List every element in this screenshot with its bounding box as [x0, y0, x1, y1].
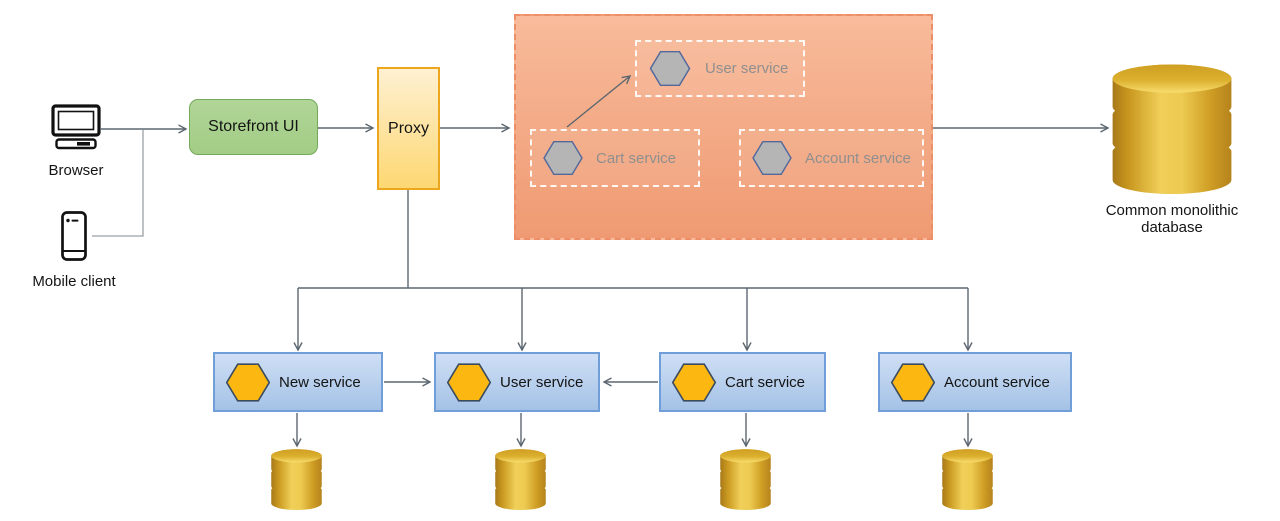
- monolith-cart-service: Cart service: [530, 129, 700, 187]
- browser-icon: [51, 104, 101, 150]
- service-hexagon-icon: [447, 362, 491, 402]
- service-node-new: New service: [213, 352, 383, 412]
- monolith-user-service-label: User service: [705, 60, 789, 77]
- monolith-user-service: User service: [635, 40, 805, 97]
- storefront-ui-node: Storefront UI: [189, 99, 318, 155]
- storefront-ui-label: Storefront UI: [208, 118, 299, 135]
- monolith-account-service-label: Account service: [805, 149, 911, 167]
- service-node-user: User service: [434, 352, 600, 412]
- service-database-icon-new: [271, 449, 322, 510]
- service-database-icon-cart: [720, 449, 771, 510]
- service-database-icon-account: [942, 449, 993, 510]
- service-cart-label: Cart service: [725, 373, 806, 391]
- mobile-client-icon: [61, 211, 87, 261]
- legacy-hexagon-icon: [649, 51, 691, 86]
- legacy-hexagon-icon: [543, 141, 583, 175]
- service-hexagon-icon: [672, 362, 716, 402]
- monolith-cart-service-label: Cart service: [596, 149, 677, 167]
- monolithic-database-label: Common monolithic database: [1105, 202, 1239, 236]
- proxy-node: Proxy: [377, 67, 440, 190]
- service-hexagon-icon: [226, 362, 270, 402]
- service-account-label: Account service: [944, 373, 1050, 391]
- service-new-label: New service: [279, 373, 361, 391]
- service-user-label: User service: [500, 373, 584, 391]
- mobile-client-label: Mobile client: [32, 273, 116, 290]
- service-hexagon-icon: [891, 362, 935, 402]
- monolith-container: User service Cart service Account servic…: [514, 14, 933, 240]
- monolith-account-service: Account service: [739, 129, 924, 187]
- service-database-icon-user: [495, 449, 546, 510]
- monolithic-database-icon: [1112, 64, 1232, 194]
- proxy-label: Proxy: [388, 119, 429, 137]
- legacy-hexagon-icon: [752, 141, 792, 175]
- browser-label: Browser: [48, 162, 104, 179]
- service-node-account: Account service: [878, 352, 1072, 412]
- service-node-cart: Cart service: [659, 352, 826, 412]
